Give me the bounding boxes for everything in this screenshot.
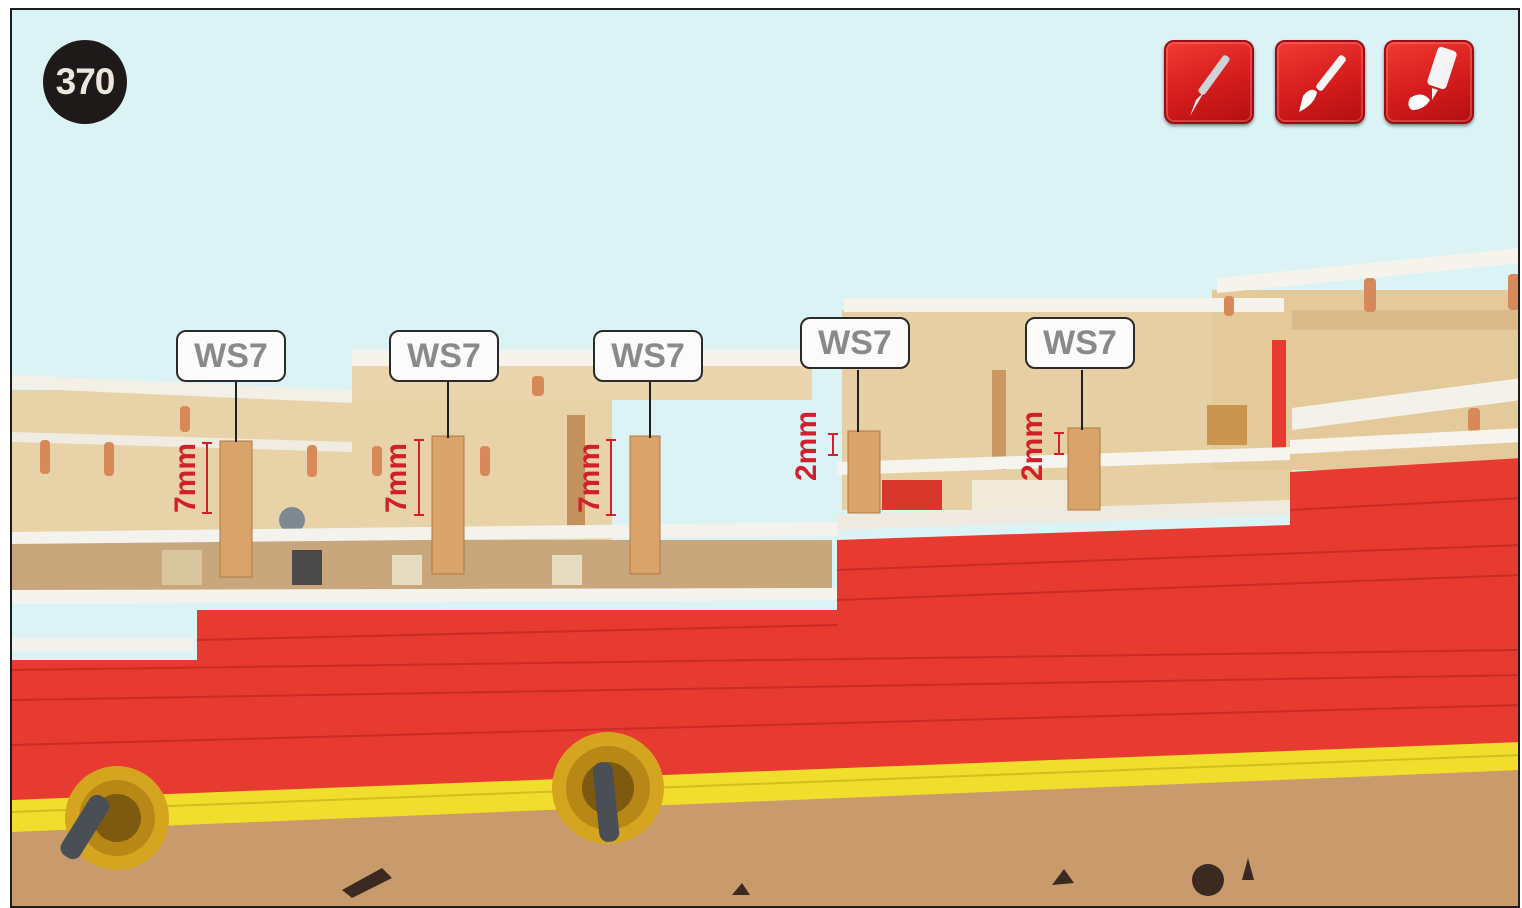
leader-line	[447, 382, 449, 438]
part-label-ws7: WS7	[389, 330, 499, 382]
part-label-ws7: WS7	[176, 330, 286, 382]
glue-bottle-icon	[1386, 42, 1476, 126]
dimension-label: 7mm	[169, 438, 203, 518]
glue-bottle-tool-icon	[1384, 40, 1474, 124]
scalpel-tool-icon	[1164, 40, 1254, 124]
dimension-label: 2mm	[1016, 406, 1050, 486]
ship-model-photo	[12, 10, 1520, 908]
dimension-label: 7mm	[573, 438, 607, 518]
paintbrush-tool-icon	[1275, 40, 1365, 124]
leader-line	[1081, 370, 1083, 430]
leader-line	[235, 382, 237, 442]
part-label-ws7: WS7	[800, 317, 910, 369]
part-label-ws7: WS7	[593, 330, 703, 382]
paintbrush-icon	[1277, 42, 1367, 126]
part-label-ws7: WS7	[1025, 317, 1135, 369]
dimension-label: 7mm	[380, 438, 414, 518]
page-frame: 370 WS7 WS7 WS7 WS7 WS7 7mm 7mm 7mm 2mm …	[10, 8, 1520, 908]
leader-line	[649, 382, 651, 438]
step-number-badge: 370	[43, 40, 127, 124]
leader-line	[857, 370, 859, 432]
dimension-label: 2mm	[790, 406, 824, 486]
scalpel-icon	[1166, 42, 1256, 126]
